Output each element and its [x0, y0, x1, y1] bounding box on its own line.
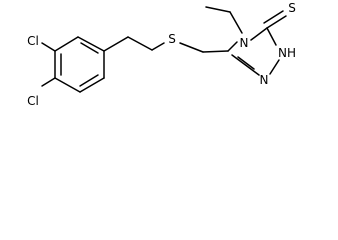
benzene-ring [54, 36, 105, 93]
bond-cl-top [41, 42, 56, 52]
bond [54, 36, 79, 52]
bond-ch2-ring [202, 50, 229, 53]
bond-ch2-s [151, 42, 165, 51]
bond [79, 77, 105, 93]
nitrogen-label-4: N [240, 36, 249, 50]
bond [77, 36, 105, 52]
bond [231, 54, 260, 76]
chemical-structure: Cl Cl S N NH N S [27, 1, 296, 108]
triazole-ring [227, 27, 280, 76]
bond-n-ethyl [229, 11, 243, 34]
bond-cl-bottom [41, 77, 56, 87]
bond-ring-ch2 [103, 36, 129, 52]
bond-c-s-thione-double [263, 10, 284, 24]
chlorine-label-bottom: Cl [27, 94, 39, 108]
bond [54, 77, 81, 93]
nitrogen-label-nh: NH [278, 46, 296, 60]
bond [269, 59, 280, 75]
bond [250, 27, 268, 41]
chlorine-label-top: Cl [27, 34, 39, 48]
bond [227, 41, 238, 52]
bond-ethyl-ch3 [205, 6, 231, 13]
bond-s-ch2 [179, 42, 204, 53]
nitrogen-label-1: N [260, 73, 269, 87]
sulfur-label-thione: S [288, 1, 296, 15]
sulfur-label-thioether: S [168, 32, 176, 46]
bond-ch2-ch2 [127, 36, 153, 51]
double-bond-inner [79, 74, 99, 87]
double-bond-inner [80, 42, 99, 54]
double-bond-inner [237, 56, 255, 70]
bond-c-s-thione [266, 15, 287, 29]
bond [266, 27, 277, 46]
